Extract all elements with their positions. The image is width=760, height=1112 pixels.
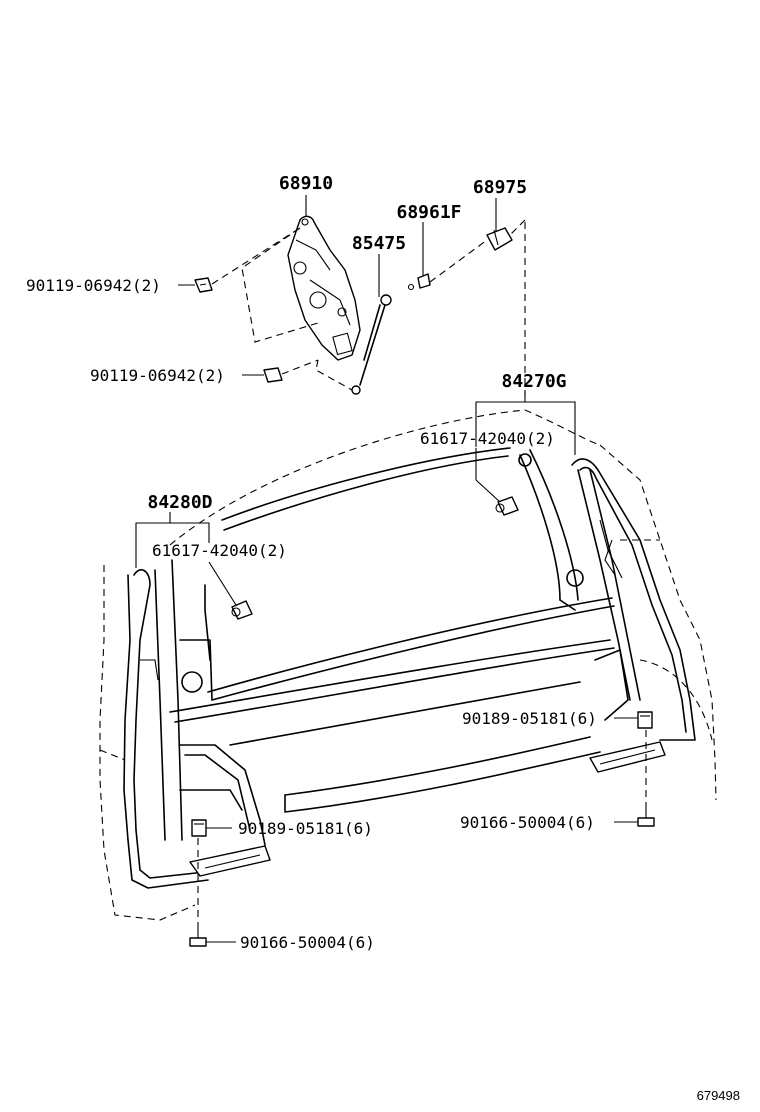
nut-90189-right [637,711,653,729]
label-68961f: 68961F [396,202,461,223]
label-84270g: 84270G [501,371,566,392]
gas-stay-85475 [351,294,392,395]
part-68975 [486,227,513,251]
bolt-90119-upper [194,277,213,293]
leader-lines [135,195,647,943]
part-68961f [407,273,431,291]
label-90119-upper: 90119-06942(2) [26,276,161,295]
label-90166-right: 90166-50004(6) [460,813,595,832]
bolt-90119-lower [263,367,283,383]
bracket-left [189,845,271,877]
diagram-id: 679498 [697,1088,740,1103]
weatherstrip-left [123,569,209,889]
clip-61617-right [495,496,519,516]
nut-90189-left [191,819,207,837]
label-61617-right: 61617-42040(2) [420,429,555,448]
label-68975: 68975 [473,177,527,198]
back-door-body [154,447,641,846]
back-door-outline [99,409,717,921]
clip-61617-left [231,600,253,620]
weatherstrip-right [571,458,696,741]
label-90189-right: 90189-05181(6) [462,709,597,728]
bracket-right [589,741,666,773]
label-85475: 85475 [352,233,406,254]
screw-90166-right [637,805,655,827]
label-90119-lower: 90119-06942(2) [90,366,225,385]
label-90189-left: 90189-05181(6) [238,819,373,838]
label-68910: 68910 [279,173,333,194]
wiper-motor-68910 [287,215,361,361]
screw-90166-left [189,925,207,947]
label-61617-left: 61617-42040(2) [152,541,287,560]
label-84280d: 84280D [147,492,212,513]
label-90166-left: 90166-50004(6) [240,933,375,952]
